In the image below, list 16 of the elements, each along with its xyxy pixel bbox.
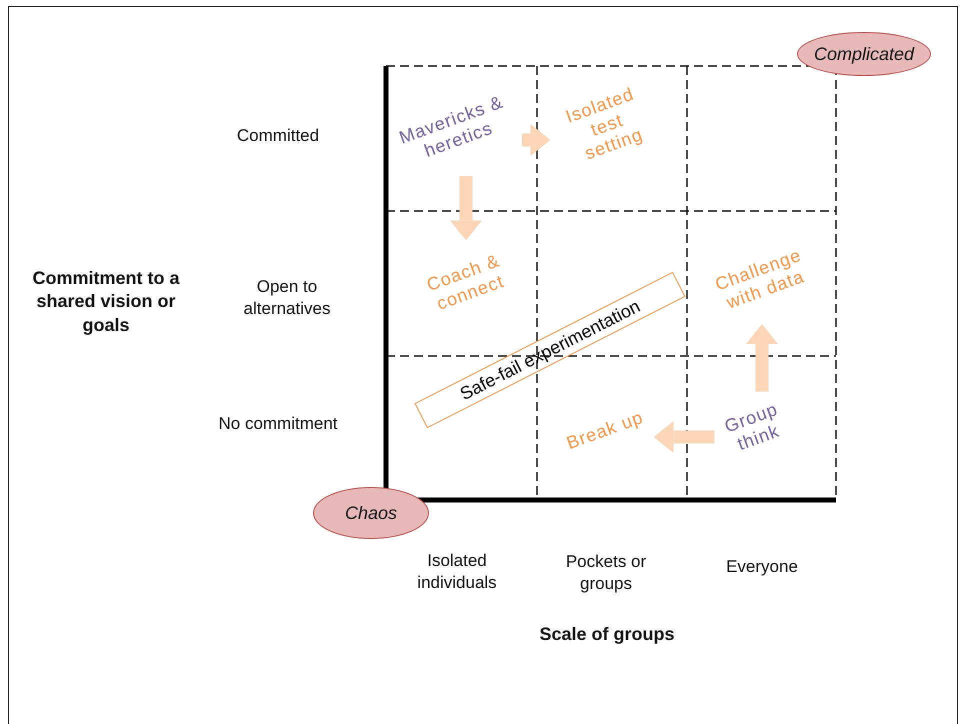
block-arrow [654,421,714,453]
quadrant-label: Break up [558,402,652,458]
quadrant-label: Group think [716,394,794,462]
row-label: Open to alternatives [242,276,332,320]
oval-label: Complicated [814,44,914,64]
column-label: Everyone [725,556,799,578]
block-arrow [450,176,482,240]
column-label: Isolated individuals [416,550,498,594]
axis-title: Scale of groups [538,622,676,646]
row-label: No commitment [217,413,339,435]
column-label: Pockets or groups [564,551,648,596]
oval-label: Chaos [344,502,398,524]
row-label: Committed [236,125,320,147]
block-arrow [522,124,550,156]
block-arrow [746,324,778,392]
axis-title: Commitment to a shared vision or goals [31,267,181,337]
